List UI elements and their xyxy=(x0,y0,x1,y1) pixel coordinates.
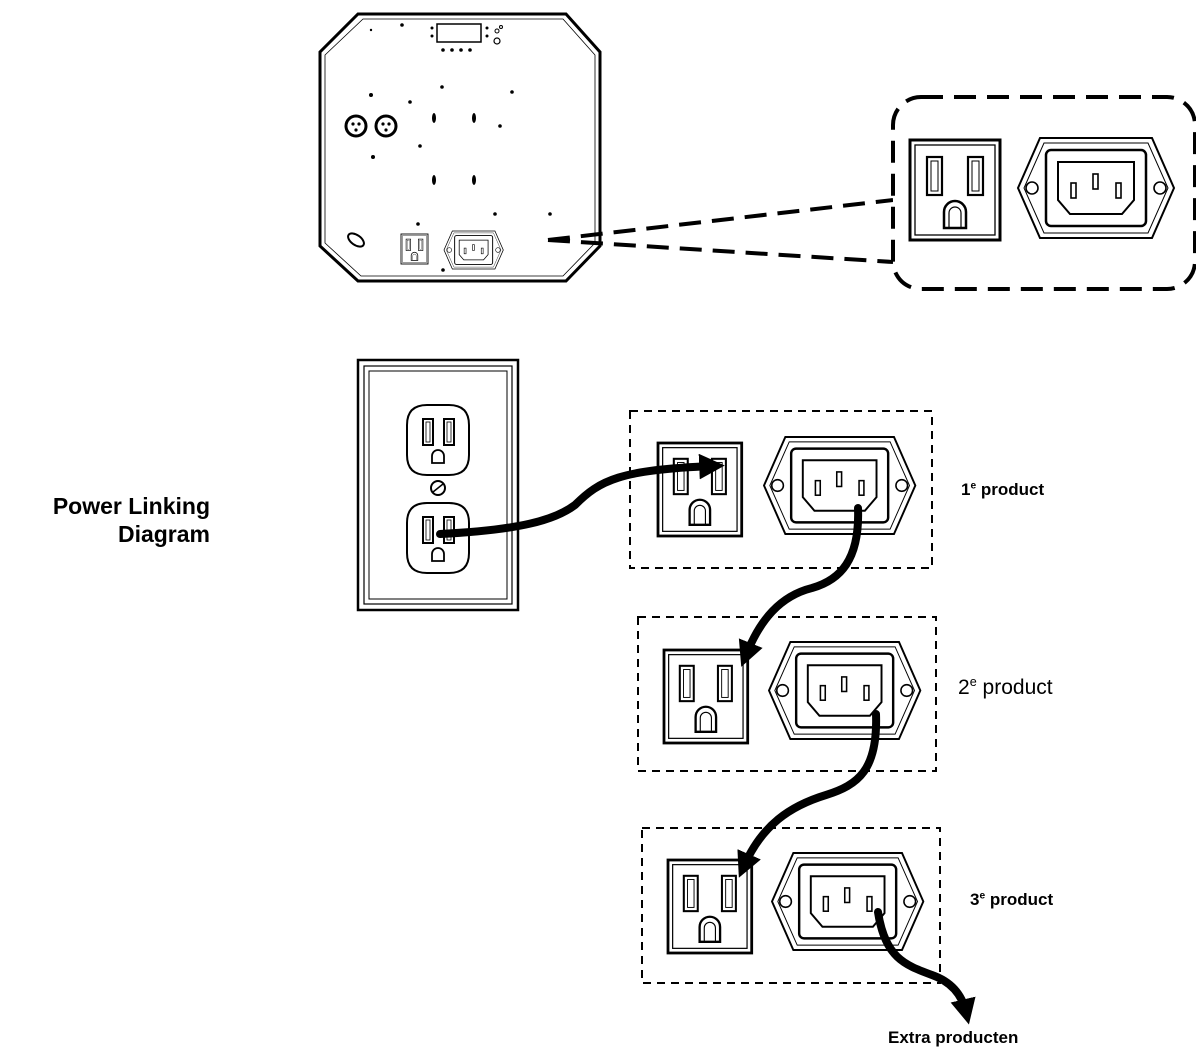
power-out-socket-icon xyxy=(662,648,750,745)
power-out-socket-icon xyxy=(666,858,754,955)
product-2-group xyxy=(637,616,937,772)
iec-power-in-socket-icon xyxy=(767,640,922,741)
zoom-detail-box xyxy=(891,95,1196,291)
product-1-group xyxy=(629,410,933,569)
wall-outlet-icon xyxy=(356,358,520,612)
product-2-label: 2e product xyxy=(958,675,1053,699)
product-1-label: 1e product xyxy=(961,480,1045,499)
fixture-rear-panel-icon xyxy=(318,12,602,283)
chain-arrows xyxy=(436,453,976,1025)
iec-power-in-socket-icon xyxy=(1016,136,1176,240)
power-out-socket-icon xyxy=(908,138,1002,242)
title-line-2: Diagram xyxy=(117,521,210,547)
chain-arrow-icon xyxy=(737,710,881,878)
iec-power-in-socket-icon xyxy=(770,851,925,952)
zoom-callout-lines xyxy=(547,198,894,264)
title-line-1: Power Linking xyxy=(52,493,210,519)
chain-arrow-icon xyxy=(436,453,725,538)
product-3-group xyxy=(641,827,941,984)
diagram-title: Power Linking Diagram xyxy=(53,492,210,548)
power-out-socket-icon xyxy=(656,441,744,538)
extra-products-label: Extra producten xyxy=(888,1028,1019,1047)
iec-power-in-socket-icon xyxy=(762,435,917,536)
chain-arrow-icon xyxy=(874,908,976,1025)
chain-arrow-icon xyxy=(738,504,863,667)
product-3-label: 3e product xyxy=(970,890,1054,909)
